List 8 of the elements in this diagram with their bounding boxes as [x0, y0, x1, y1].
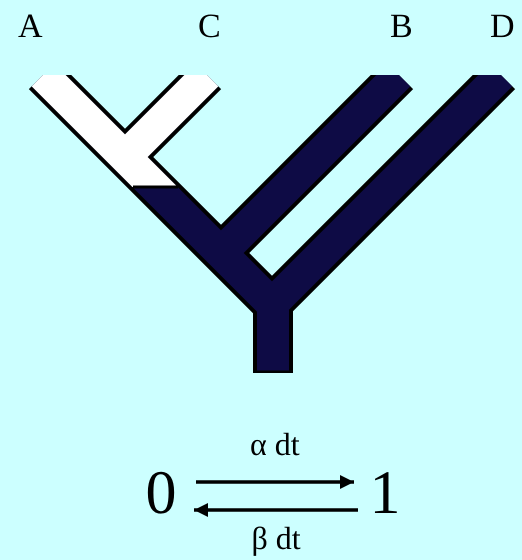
leaf-label: C [198, 10, 221, 44]
arrow [196, 475, 354, 489]
arrow [194, 503, 358, 517]
leaf-label: A [18, 10, 43, 44]
leaf-label: D [490, 10, 515, 44]
leaf-label: B [390, 10, 413, 44]
state-label: 1 [362, 462, 408, 524]
state-label: 0 [136, 462, 186, 524]
